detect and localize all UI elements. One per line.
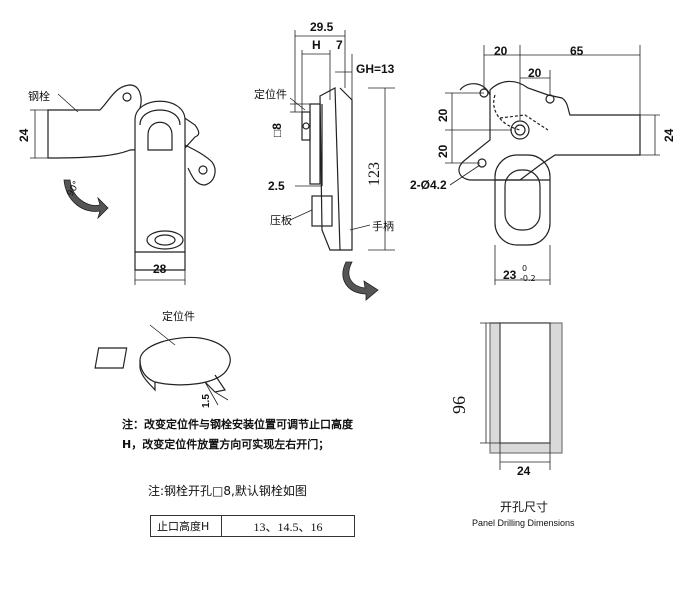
locator-detail-label: 定位件 [162, 310, 195, 323]
rear-20-top-dimension: 20 [494, 44, 508, 58]
tolerance-lower: -0.2 [520, 274, 536, 283]
side-gh-dimension: GH=13 [356, 62, 395, 76]
rotate-arrow-icon [63, 179, 109, 220]
table-row: 止口高度H 13、14.5、16 [150, 515, 355, 537]
side-123-dimension: 123 [366, 162, 383, 186]
handle-label: 手柄 [372, 220, 394, 233]
spec-table-header: 止口高度H [150, 515, 222, 537]
spec-table-value: 13、14.5、16 [221, 515, 355, 537]
front-dimensions [30, 93, 186, 285]
rear-23-dimension: 23 [503, 268, 517, 282]
cutout-height-dimension: 96 [449, 396, 469, 414]
holes-label: 2-Ø4.2 [410, 178, 447, 192]
note-line-2: H，改变定位件放置方向可实现左右开门； [122, 438, 330, 451]
rear-20-left-a-dimension: 20 [436, 108, 450, 122]
front-view-drawing [47, 84, 216, 271]
rear-24-dimension: 24 [662, 128, 676, 142]
cutout-width-dimension: 24 [517, 464, 531, 478]
cutout-title: 开孔尺寸 [500, 500, 549, 514]
side-h-dimension: H [312, 38, 321, 52]
tolerance-upper: 0 [522, 264, 528, 273]
rear-20-left-b-dimension: 20 [436, 144, 450, 158]
rear-view-drawing [458, 80, 641, 246]
rear-20-mid-dimension: 20 [528, 66, 542, 80]
locator-detail-drawing [94, 324, 231, 406]
locator-label: 定位件 [254, 88, 287, 101]
rotate-arrow-icon [342, 261, 379, 301]
rear-65-dimension: 65 [570, 44, 584, 58]
side-view-drawing [301, 87, 353, 251]
square-bolt-label: □8 [270, 123, 284, 137]
note-line-1: 注：改变定位件与钢栓安装位置可调节止口高度 [122, 418, 353, 431]
panel-cutout-drawing [480, 322, 563, 470]
side-top-dimension: 29.5 [310, 20, 334, 34]
steel-bolt-label: 钢栓 [28, 90, 50, 103]
locator-detail-dimension: 1.5 [201, 394, 212, 408]
rear-dimensions [445, 45, 660, 285]
spec-table: 止口高度H 13、14.5、16 [150, 515, 355, 537]
front-width-dimension: 28 [153, 262, 167, 276]
side-2-5-dimension: 2.5 [268, 179, 285, 193]
side-dimensions [289, 30, 395, 251]
front-height-dimension: 24 [17, 128, 31, 142]
side-7-dimension: 7 [336, 38, 343, 52]
note-line-3: 注:钢栓开孔□8,默认钢栓如图 [148, 484, 307, 498]
pressure-plate-label: 压板 [270, 214, 292, 227]
cutout-subtitle: Panel Drilling Dimensions [472, 518, 575, 528]
